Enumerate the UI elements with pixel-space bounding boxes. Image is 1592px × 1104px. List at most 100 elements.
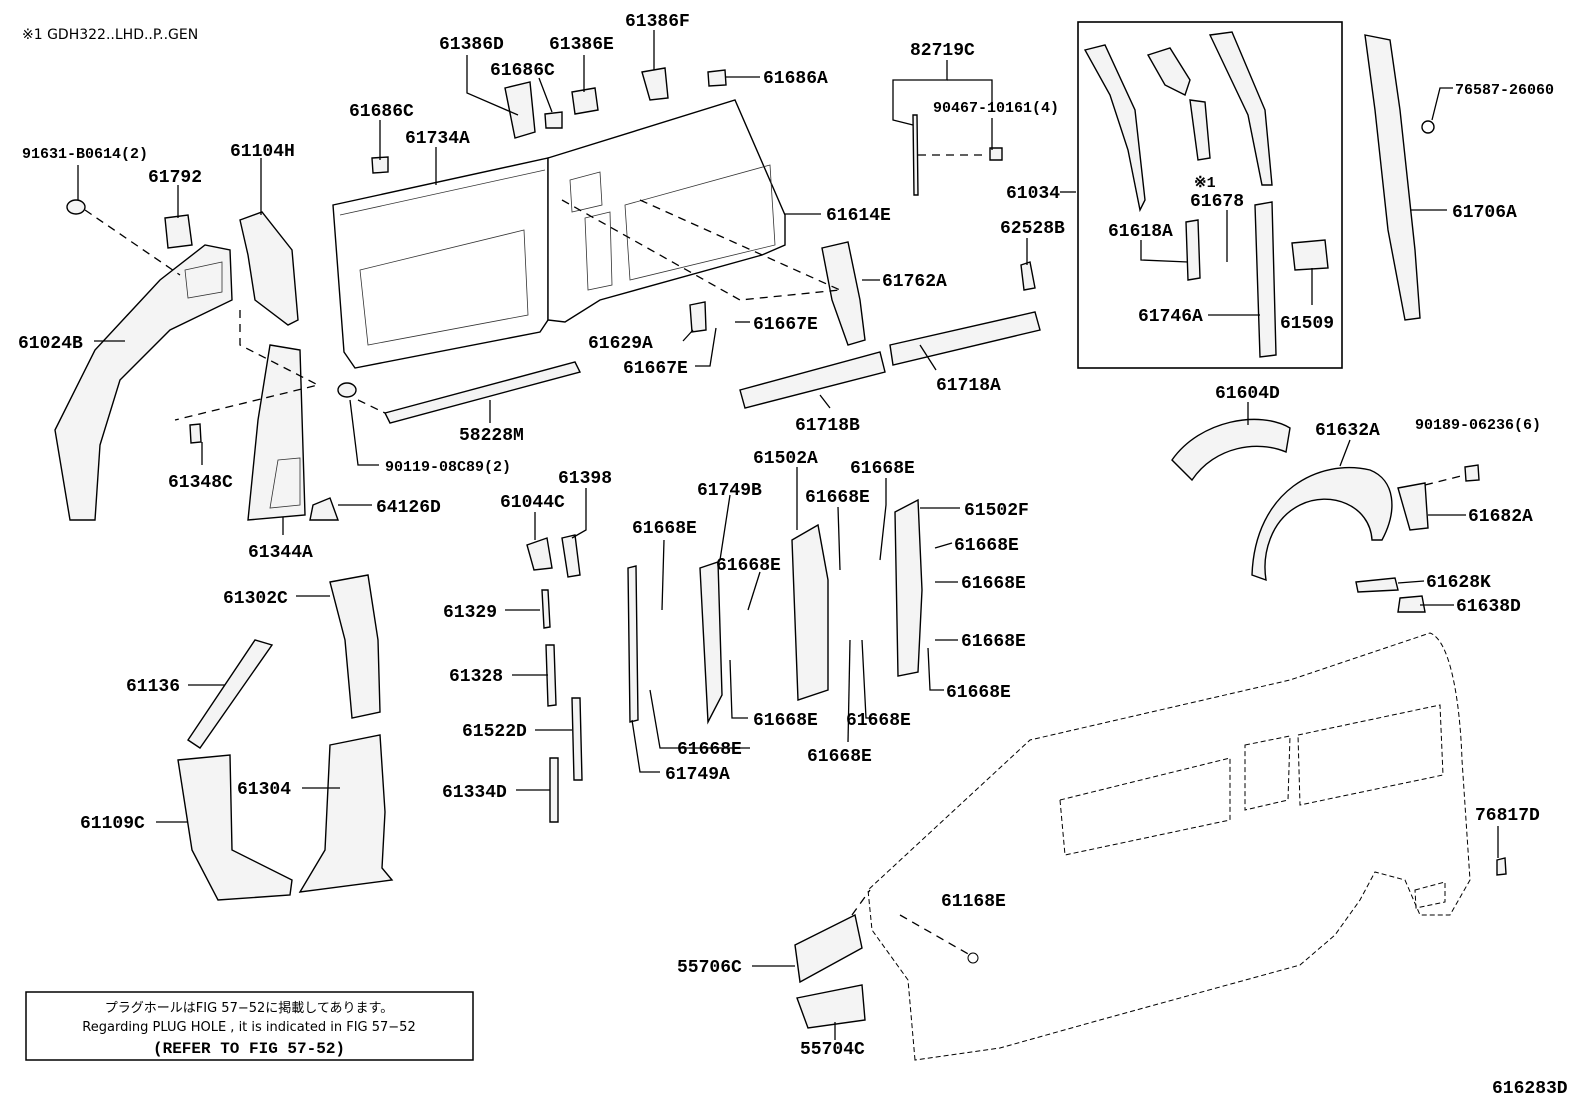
label-61334D: 61334D: [442, 783, 507, 803]
notice-reference-text: (REFER TO FIG 57-52): [153, 1040, 345, 1058]
label-61749A: 61749A: [665, 765, 730, 785]
label-61668E-i: 61668E: [753, 711, 818, 731]
leader-lines: [77, 30, 1499, 1040]
part-61502A-pillar: [791, 523, 829, 701]
parts-group-box-61034: [1077, 21, 1343, 369]
label-82719C: 82719C: [910, 41, 975, 61]
label-61328: 61328: [449, 667, 503, 687]
part-61749A-reinforcement: [627, 565, 639, 723]
label-61344A: 61344A: [248, 543, 313, 563]
label-61686C-2: 61686C: [349, 102, 414, 122]
applicability-note: ※1 GDH322..LHD..P..GEN: [22, 27, 198, 43]
part-55706C-bracket: [794, 913, 863, 984]
label-61668E-h: 61668E: [946, 683, 1011, 703]
notice-japanese-text: プラグホールはFIG 57−52に掲載してあります。: [105, 1000, 393, 1016]
label-61668E-k: 61668E: [677, 740, 742, 760]
label-61718B: 61718B: [795, 416, 860, 436]
part-61344A-pillar: [247, 344, 306, 521]
label-61168E: 61168E: [941, 892, 1006, 912]
label-62528B: 62528B: [1000, 219, 1065, 239]
label-61509: 61509: [1280, 314, 1334, 334]
label-61386F: 61386F: [625, 12, 690, 32]
label-91631-B0614: 91631-B0614(2): [22, 146, 148, 163]
label-61614E: 61614E: [826, 206, 891, 226]
label-64126D: 64126D: [376, 498, 441, 518]
label-61668E-e: 61668E: [954, 536, 1019, 556]
label-61024B: 61024B: [18, 334, 83, 354]
label-61668E-j: 61668E: [846, 711, 911, 731]
label-61632A: 61632A: [1315, 421, 1380, 441]
notice-english-text: Regarding PLUG HOLE , it is indicated in…: [82, 1020, 415, 1035]
part-61104H-pillar: [239, 211, 299, 326]
part-55704C-bracket: [796, 984, 866, 1029]
label-61746A: 61746A: [1138, 307, 1203, 327]
label-90189-06236: 90189-06236(6): [1415, 417, 1541, 434]
part-61502F-pillar: [894, 498, 923, 677]
label-90467-10161: 90467-10161(4): [933, 100, 1059, 117]
part-61604D-wheelhouse: [1171, 418, 1291, 482]
label-61304: 61304: [237, 780, 291, 800]
label-61104H: 61104H: [230, 142, 295, 162]
label-61686C: 61686C: [490, 61, 555, 81]
label-61386E: 61386E: [549, 35, 614, 55]
part-61024B-quarter-panel: [54, 244, 233, 521]
label-61136: 61136: [126, 677, 180, 697]
label-61109C: 61109C: [80, 814, 145, 834]
label-61044C: 61044C: [500, 493, 565, 513]
label-55704C: 55704C: [800, 1040, 865, 1060]
label-61668E-l: 61668E: [807, 747, 872, 767]
label-61706A: 61706A: [1452, 203, 1517, 223]
part-61734A-side-panel: [332, 157, 549, 369]
part-61136-rail: [187, 639, 274, 749]
figure-code: 616283D: [1492, 1079, 1568, 1099]
part-61718A-reinforcement: [889, 311, 1041, 366]
label-61678: 61678: [1190, 192, 1244, 212]
assembly-lines: [84, 154, 1466, 956]
label-note-mark-1: ※1: [1194, 175, 1216, 192]
label-61398: 61398: [558, 469, 612, 489]
label-61522D: 61522D: [462, 722, 527, 742]
label-61734A: 61734A: [405, 129, 470, 149]
label-61668E-d: 61668E: [716, 556, 781, 576]
label-61686A: 61686A: [763, 69, 828, 89]
label-61668E-b: 61668E: [805, 488, 870, 508]
label-76587-26060: 76587-26060: [1455, 82, 1554, 99]
label-61749B: 61749B: [697, 481, 762, 501]
label-61502A: 61502A: [753, 449, 818, 469]
label-90119-08C89: 90119-08C89(2): [385, 459, 511, 476]
part-61762A-bracket: [821, 241, 866, 346]
label-61628K: 61628K: [1426, 573, 1491, 593]
label-61667E: 61667E: [753, 315, 818, 335]
plug-hole-notice: プラグホールはFIG 57−52に掲載してあります。 Regarding PLU…: [25, 991, 474, 1061]
label-61682A: 61682A: [1468, 507, 1533, 527]
label-61792: 61792: [148, 168, 202, 188]
part-61614E-side-panel: [547, 99, 786, 323]
label-61668E-c: 61668E: [632, 519, 697, 539]
label-61668E-f: 61668E: [961, 574, 1026, 594]
part-61304-pillar: [298, 734, 394, 893]
label-58228M: 58228M: [459, 426, 524, 446]
small-parts-column: [66, 67, 1507, 876]
part-61302C-pillar: [329, 574, 381, 719]
label-61329: 61329: [443, 603, 497, 623]
part-labels: 61386D 61386E 61386F 61686C 61686A 61686…: [18, 12, 1554, 1060]
part-61109C-pillar: [177, 754, 293, 901]
part-61706A-pillar: [1364, 34, 1421, 321]
label-61762A: 61762A: [882, 272, 947, 292]
part-61632A-wheelhouse: [1251, 466, 1393, 582]
label-61034: 61034: [1006, 184, 1060, 204]
label-61668E-a: 61668E: [850, 459, 915, 479]
label-61667E-2: 61667E: [623, 359, 688, 379]
part-61749B-reinforcement: [699, 561, 723, 725]
label-55706C: 55706C: [677, 958, 742, 978]
label-61604D: 61604D: [1215, 384, 1280, 404]
label-61348C: 61348C: [168, 473, 233, 493]
label-61502F: 61502F: [964, 501, 1029, 521]
label-76817D: 76817D: [1475, 806, 1540, 826]
label-61386D: 61386D: [439, 35, 504, 55]
part-61718B-reinforcement: [739, 351, 886, 409]
vehicle-body-outline: [867, 632, 1471, 1061]
label-61618A: 61618A: [1108, 222, 1173, 242]
